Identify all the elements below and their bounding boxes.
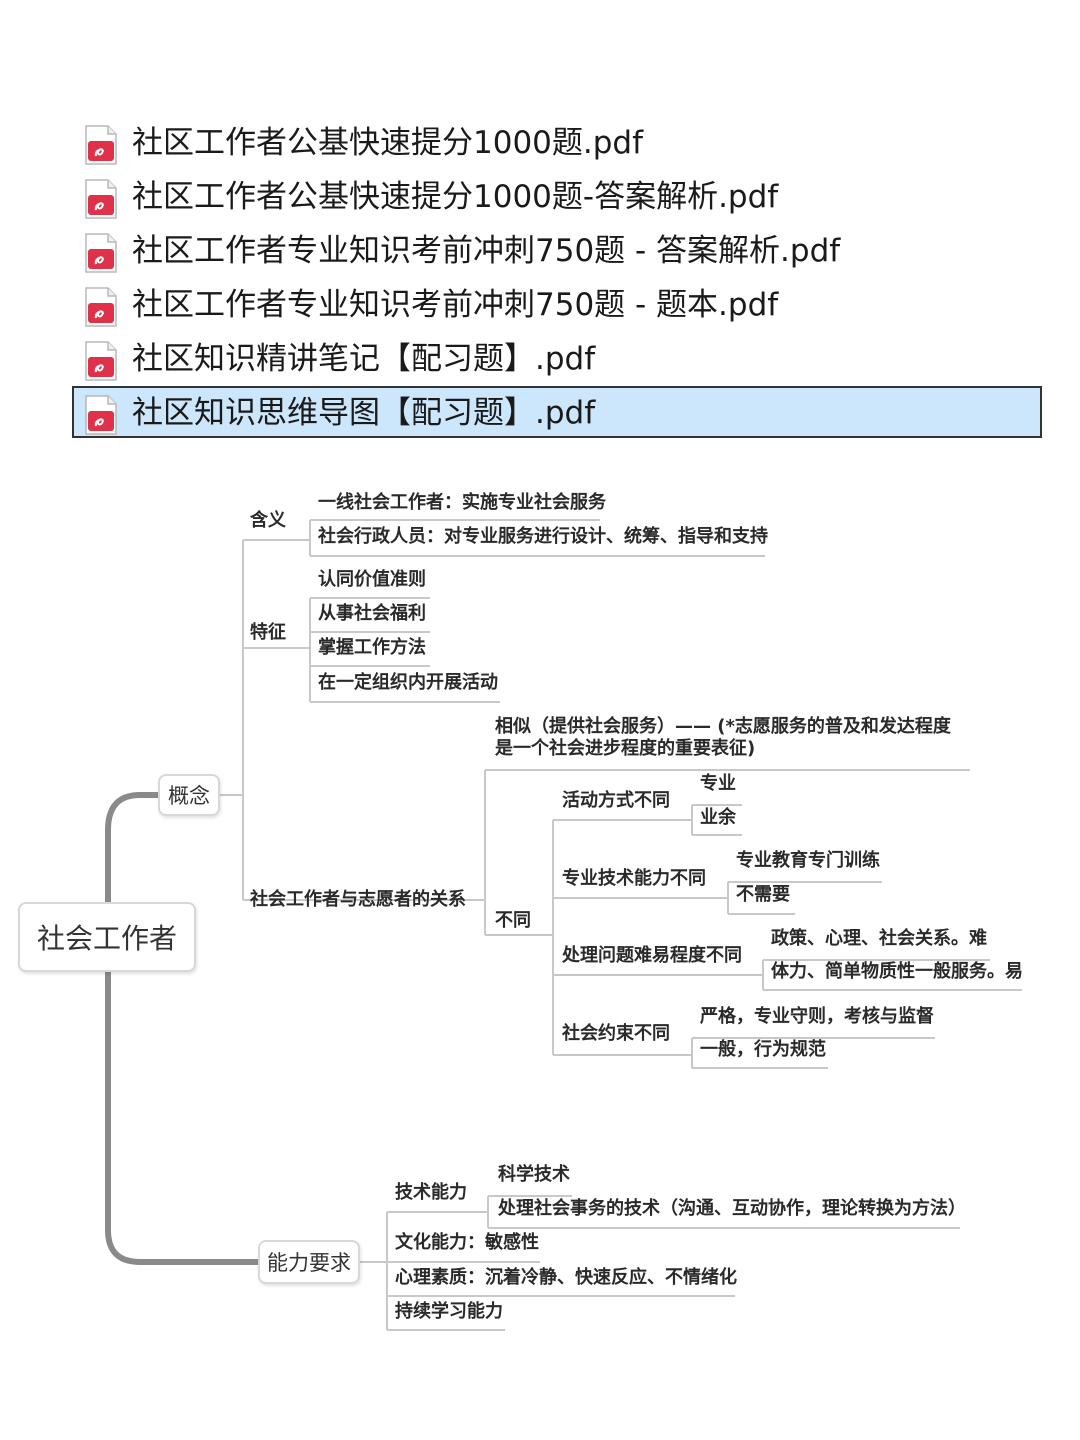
pdf-file-icon xyxy=(85,395,117,435)
file-name: 社区工作者专业知识考前冲刺750题 - 答案解析.pdf xyxy=(132,233,841,269)
diff-item: 政策、心理、社会关系。难 xyxy=(771,928,987,949)
file-list: 社区工作者公基快速提分1000题.pdf 社区工作者公基快速提分1000题-答案… xyxy=(0,0,1080,460)
diff-item: 严格，专业守则，考核与监督 xyxy=(700,1006,934,1027)
diff-item: 一般，行为规范 xyxy=(700,1039,826,1060)
file-name: 社区工作者公基快速提分1000题.pdf xyxy=(132,125,644,161)
mind-map-connectors xyxy=(105,519,1022,1331)
diff-item: 不需要 xyxy=(736,884,790,905)
feature-item: 认同价值准则 xyxy=(318,569,426,590)
file-name: 社区工作者专业知识考前冲刺750题 - 题本.pdf xyxy=(132,287,779,323)
feature-item: 从事社会福利 xyxy=(318,603,426,624)
tech-ability-label: 技术能力 xyxy=(395,1182,467,1203)
ability-node: 能力要求 xyxy=(258,1240,360,1284)
feature-item: 在一定组织内开展活动 xyxy=(318,672,498,693)
diff-item: 专业 xyxy=(700,773,736,794)
file-item[interactable]: 社区工作者公基快速提分1000题-答案解析.pdf xyxy=(72,170,1042,222)
ability-item: 持续学习能力 xyxy=(395,1301,503,1322)
pdf-file-icon xyxy=(85,287,117,327)
mind-map: 社会工作者 概念 能力要求 含义 一线社会工作者：实施专业社会服务 社会行政人员… xyxy=(0,470,1080,1370)
tech-item: 科学技术 xyxy=(498,1164,570,1185)
file-name: 社区工作者公基快速提分1000题-答案解析.pdf xyxy=(132,179,779,215)
file-item[interactable]: 社区工作者专业知识考前冲刺750题 - 题本.pdf xyxy=(72,278,1042,330)
pdf-file-icon xyxy=(85,125,117,165)
file-item-selected[interactable]: 社区知识思维导图【配习题】.pdf xyxy=(72,386,1042,438)
features-label: 特征 xyxy=(250,622,286,643)
diff-group-label: 处理问题难易程度不同 xyxy=(562,945,742,966)
meaning-item: 社会行政人员：对专业服务进行设计、统筹、指导和支持 xyxy=(318,526,768,547)
pdf-file-icon xyxy=(85,341,117,381)
file-name: 社区知识精讲笔记【配习题】.pdf xyxy=(132,341,596,377)
diff-item: 专业教育专门训练 xyxy=(736,850,880,871)
file-item[interactable]: 社区工作者公基快速提分1000题.pdf xyxy=(72,116,1042,168)
ability-item: 心理素质：沉着冷静、快速反应、不情绪化 xyxy=(395,1267,737,1288)
meaning-label: 含义 xyxy=(250,510,286,531)
diff-item: 体力、简单物质性一般服务。易 xyxy=(771,961,1023,982)
meaning-item: 一线社会工作者：实施专业社会服务 xyxy=(318,492,606,513)
pdf-file-icon xyxy=(85,179,117,219)
root-node: 社会工作者 xyxy=(18,902,196,972)
tech-item: 处理社会事务的技术（沟通、互动协作，理论转换为方法） xyxy=(498,1198,966,1219)
relation-label: 社会工作者与志愿者的关系 xyxy=(250,889,466,910)
different-label: 不同 xyxy=(495,910,531,931)
diff-group-label: 专业技术能力不同 xyxy=(562,868,706,889)
ability-item: 文化能力：敏感性 xyxy=(395,1232,539,1253)
similar-note: 相似（提供社会服务）—— (*志愿服务的普及和发达程度是一个社会进步程度的重要表… xyxy=(495,716,951,759)
file-item[interactable]: 社区知识精讲笔记【配习题】.pdf xyxy=(72,332,1042,384)
file-item[interactable]: 社区工作者专业知识考前冲刺750题 - 答案解析.pdf xyxy=(72,224,1042,276)
concept-node: 概念 xyxy=(158,774,220,816)
diff-group-label: 社会约束不同 xyxy=(562,1023,670,1044)
pdf-file-icon xyxy=(85,233,117,273)
diff-group-label: 活动方式不同 xyxy=(562,790,670,811)
diff-item: 业余 xyxy=(700,807,736,828)
feature-item: 掌握工作方法 xyxy=(318,637,426,658)
file-name: 社区知识思维导图【配习题】.pdf xyxy=(132,395,596,431)
